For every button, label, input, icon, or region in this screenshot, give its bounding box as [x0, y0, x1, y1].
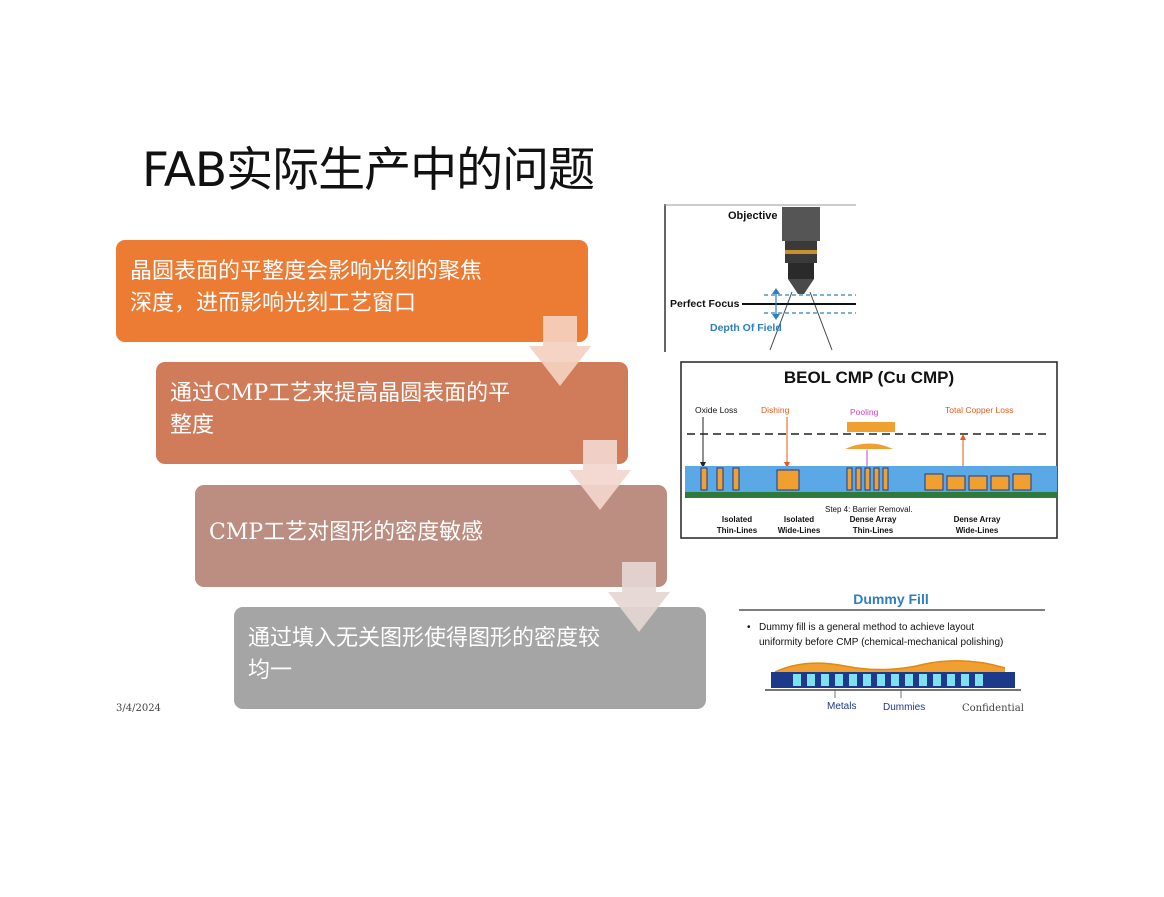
pooling-label: Pooling [850, 407, 879, 417]
dummy-fill-bullet-cont: uniformity before CMP (chemical-mechanic… [759, 637, 1003, 648]
column-label: Dense Array [850, 515, 897, 524]
oxide-loss-label: Oxide Loss [695, 405, 738, 415]
blank-area [0, 714, 1164, 897]
down-arrow-icon [608, 562, 670, 632]
column-label: Dense Array [954, 515, 1001, 524]
process-step-1-text: 晶圆表面的平整度会影响光刻的聚焦深度，进而影响光刻工艺窗口 [130, 259, 483, 316]
column-label: Wide-Lines [956, 526, 999, 535]
dummy-fill-diagram: Dummy Fill • Dummy fill is a general met… [735, 586, 1051, 714]
column-label: Thin-Lines [717, 526, 758, 535]
process-step-3-text: CMP工艺对图形的密度敏感 [209, 520, 484, 545]
column-label: Isolated [784, 515, 814, 524]
process-step-2: 通过CMP工艺来提高晶圆表面的平整度 [156, 362, 628, 464]
focus-diagram: Objective Perfect Focus Depth Of Field [664, 204, 856, 352]
dummy-fill-title: Dummy Fill [853, 591, 928, 607]
process-step-4-text: 通过填入无关图形使得图形的密度较均一 [248, 626, 601, 683]
dummies-label: Dummies [883, 702, 925, 713]
perfect-focus-label: Perfect Focus [670, 298, 740, 310]
step-caption: Step 4: Barrier Removal. [825, 505, 913, 514]
process-step-1: 晶圆表面的平整度会影响光刻的聚焦深度，进而影响光刻工艺窗口 [116, 240, 588, 342]
process-step-4: 通过填入无关图形使得图形的密度较均一 [234, 607, 706, 709]
footer-date: 3/4/2024 [116, 703, 161, 714]
down-arrow-icon [529, 316, 591, 386]
column-label: Thin-Lines [853, 526, 894, 535]
slide-title: FAB实际生产中的问题 [142, 143, 595, 198]
beol-title: BEOL CMP (Cu CMP) [784, 368, 954, 387]
down-arrow-icon [569, 440, 631, 510]
metals-label: Metals [827, 701, 856, 712]
footer-confidential: Confidential [962, 703, 1024, 714]
process-step-3: CMP工艺对图形的密度敏感 [195, 485, 667, 587]
beol-cmp-diagram: BEOL CMP (Cu CMP) Oxide Loss Dishing Poo… [675, 354, 1063, 550]
process-step-2-text: 通过CMP工艺来提高晶圆表面的平整度 [170, 381, 511, 438]
depth-of-field-label: Depth Of Field [710, 322, 782, 334]
dishing-label: Dishing [761, 405, 790, 415]
objective-label: Objective [728, 210, 778, 222]
svg-text:•: • [747, 622, 751, 633]
total-copper-loss-label: Total Copper Loss [945, 405, 1014, 415]
dummy-fill-bullet: Dummy fill is a general method to achiev… [759, 622, 974, 633]
column-label: Wide-Lines [778, 526, 821, 535]
column-label: Isolated [722, 515, 752, 524]
